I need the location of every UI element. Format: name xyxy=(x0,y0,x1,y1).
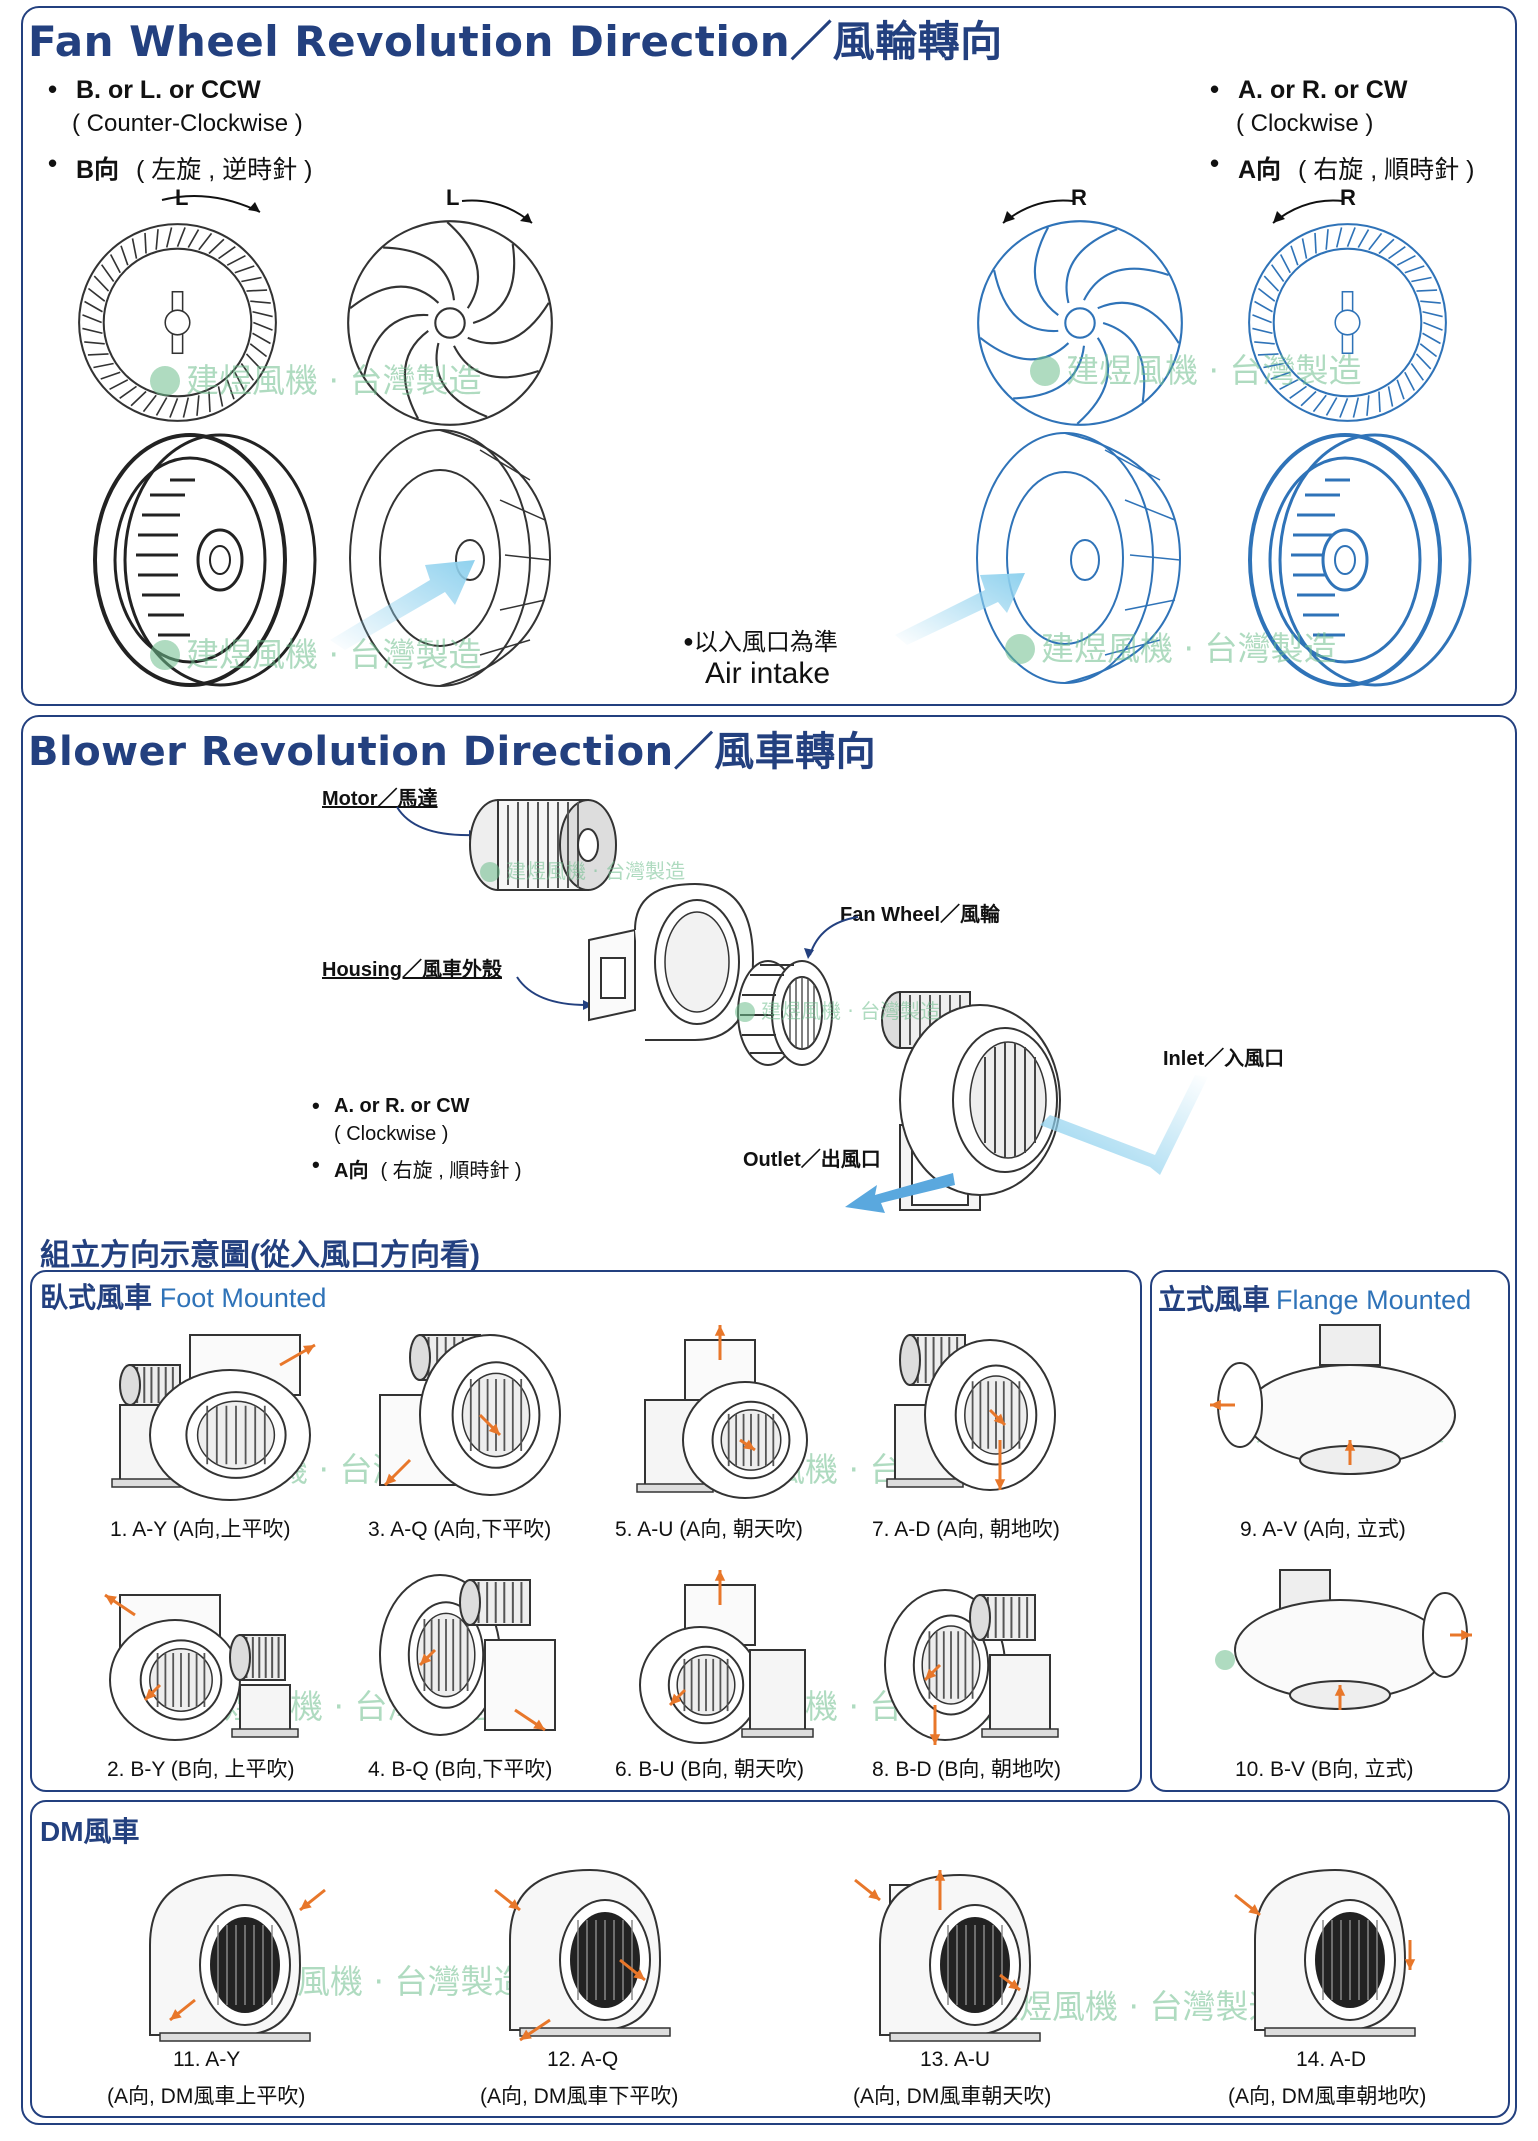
caption-14-desc: (A向, DM風車朝地吹) xyxy=(1228,2085,1427,2108)
caption-13-code: 13. A-U xyxy=(920,2048,991,2071)
backward-curved-wheel-3d-cw xyxy=(976,432,1182,684)
caption-8-b-d: 8. B-D (B向, 朝地吹) xyxy=(872,1758,1062,1781)
caption-2-b-y: 2. B-Y (B向, 上平吹) xyxy=(107,1758,295,1781)
inlet-label: Inlet／入風口 xyxy=(1163,1048,1285,1070)
fan-wheel-title: Fan Wheel Revolution Direction／風輪轉向 xyxy=(28,17,1003,66)
motor-label: Motor／馬達 xyxy=(322,788,438,810)
foot-mounted-title: 臥式風車 Foot Mounted xyxy=(40,1282,327,1313)
rotation-arrow-r-1 xyxy=(1002,199,1074,224)
forward-curved-wheel-3d-cw xyxy=(1248,433,1472,687)
caption-12-desc: (A向, DM風車下平吹) xyxy=(480,2085,679,2108)
dm-blower-icon-11 xyxy=(149,1873,326,2042)
dm-blower-icon-12 xyxy=(494,1868,671,2042)
caption-1-a-y: 1. A-Y (A向,上平吹) xyxy=(110,1518,291,1541)
rotation-arrow-l-1 xyxy=(161,195,261,213)
label-r-2: R xyxy=(1340,185,1356,210)
air-intake-label-en: Air intake xyxy=(705,657,831,690)
blower-icon-9-a-v xyxy=(1210,1324,1456,1475)
inlet-air-arrow xyxy=(1040,1075,1208,1175)
left-bullet-ccw-paren: ( Counter-Clockwise ) xyxy=(72,110,303,137)
air-intake-arrow-left xyxy=(330,560,475,650)
housing-label: Housing／風車外殼 xyxy=(322,959,502,981)
watermark: 建煜風機 · 台灣製造 xyxy=(735,995,940,1024)
blower-title: Blower Revolution Direction／風車轉向 xyxy=(28,729,877,775)
blower-icon-1-a-y xyxy=(111,1334,316,1501)
fan-wheel-illustration xyxy=(737,960,833,1066)
backward-curved-wheel-cw xyxy=(977,220,1183,426)
blower-icon-3-a-q xyxy=(379,1334,561,1496)
outlet-air-arrow xyxy=(845,1173,955,1213)
housing-callout-arrow xyxy=(516,976,593,1010)
caption-4-b-q: 4. B-Q (B向,下平吹) xyxy=(368,1758,553,1781)
left-bullet-ccw: B. or L. or CCW xyxy=(48,74,261,105)
assembly-title: 組立方向示意圖(從入風口方向看) xyxy=(40,1239,480,1272)
blower-icon-5-a-u xyxy=(636,1325,808,1499)
blower-bullet-cw: A. or R. or CW xyxy=(312,1093,469,1119)
blower-bullet-a-direction: A向( 右旋 , 順時針 ) xyxy=(312,1152,522,1183)
blower-icon-6-b-u xyxy=(639,1570,814,1744)
watermark: 建煜風機 · 台灣製造 xyxy=(150,354,481,402)
housing-illustration xyxy=(588,882,755,1041)
right-bullet-a-direction: A向 ( 右旋 , 順時針 ) xyxy=(1210,148,1474,186)
caption-11-code: 11. A-Y xyxy=(173,2048,241,2071)
caption-7-a-d: 7. A-D (A向, 朝地吹) xyxy=(872,1518,1060,1541)
watermark: 建煜風機 · 台灣製造 xyxy=(1005,622,1336,670)
blower-icon-2-b-y xyxy=(104,1593,299,1741)
blower-bullet-cw-paren: ( Clockwise ) xyxy=(334,1123,449,1145)
air-intake-arrow-right xyxy=(895,573,1025,645)
outlet-label: Outlet／出風口 xyxy=(743,1149,881,1171)
left-bullet-b-direction: B向 ( 左旋 , 逆時針 ) xyxy=(48,148,312,186)
backward-curved-wheel-ccw xyxy=(347,220,553,426)
dm-blower-icon-14 xyxy=(1234,1868,1416,2037)
caption-13-desc: (A向, DM風車朝天吹) xyxy=(853,2085,1052,2108)
caption-6-b-u: 6. B-U (B向, 朝天吹) xyxy=(615,1758,805,1781)
caption-14-code: 14. A-D xyxy=(1296,2048,1367,2071)
rotation-arrow-r-2 xyxy=(1272,199,1344,224)
watermark: 建煜風機 · 台灣製造 xyxy=(150,628,481,676)
forward-curved-wheel-cw xyxy=(1248,223,1447,422)
blower-icon-7-a-d xyxy=(886,1334,1056,1491)
caption-3-a-q: 3. A-Q (A向,下平吹) xyxy=(368,1518,552,1541)
dm-blower-icon-13 xyxy=(854,1870,1041,2042)
forward-curved-wheel-ccw xyxy=(78,223,277,422)
caption-12-code: 12. A-Q xyxy=(547,2048,619,2071)
caption-5-a-u: 5. A-U (A向, 朝天吹) xyxy=(615,1518,803,1541)
blower-icon-8-b-d xyxy=(884,1589,1059,1745)
forward-curved-wheel-3d-ccw xyxy=(93,433,317,687)
caption-11-desc: (A向, DM風車上平吹) xyxy=(107,2085,306,2108)
dm-title: DM風車 xyxy=(40,1816,140,1847)
label-l-2: L xyxy=(446,185,460,210)
right-bullet-cw: A. or R. or CW xyxy=(1210,74,1408,105)
fan-wheel-callout-arrow xyxy=(804,916,859,959)
blower-icon-10-b-v xyxy=(1234,1569,1472,1710)
caption-9-a-v: 9. A-V (A向, 立式) xyxy=(1240,1518,1406,1541)
assembled-blower-illustration xyxy=(881,991,1061,1211)
air-intake-label-cn: ●以入風口為準 xyxy=(683,629,838,656)
blower-icon-4-b-q xyxy=(379,1574,556,1736)
fan-wheel-label: Fan Wheel／風輪 xyxy=(840,904,1001,926)
label-r-1: R xyxy=(1071,185,1087,210)
watermark: 建煜風機 · 台灣製造 xyxy=(1030,344,1361,392)
watermark: 建煜風機 · 台灣製造 xyxy=(480,855,685,884)
right-bullet-cw-paren: ( Clockwise ) xyxy=(1236,110,1374,137)
rotation-arrow-l-2 xyxy=(461,199,533,224)
caption-10-b-v: 10. B-V (B向, 立式) xyxy=(1235,1758,1414,1781)
